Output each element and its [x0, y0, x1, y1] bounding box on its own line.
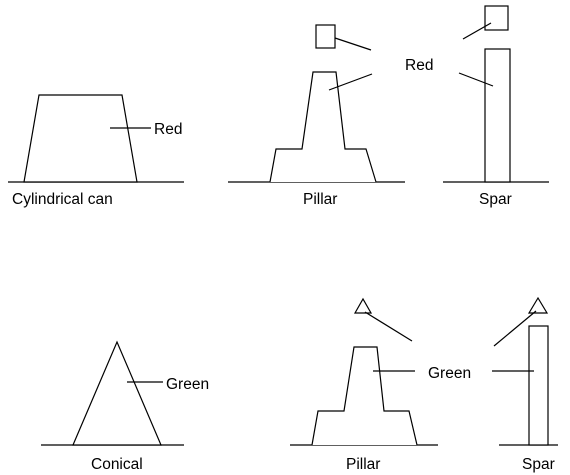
pillar-buoy-top: Pillar	[228, 24, 405, 208]
color-label-green: Green	[166, 376, 209, 393]
pillar-buoy-bottom: Pillar	[290, 297, 438, 473]
caption-pillar-bottom: Pillar	[346, 456, 380, 473]
cone-shape	[72, 340, 162, 446]
caption-spar-bottom: Spar	[522, 456, 555, 473]
spar-shape	[484, 48, 511, 183]
triangle-topmark	[527, 296, 549, 314]
shared-color-label-red: Red	[405, 57, 433, 74]
caption-spar-top: Spar	[479, 191, 512, 208]
leader-line-topmark	[493, 310, 537, 347]
leader-line-body	[458, 72, 494, 87]
shared-color-label-green: Green	[428, 365, 471, 382]
color-label-red: Red	[154, 121, 182, 138]
leader-line-body	[328, 73, 373, 91]
spar-shape	[528, 325, 549, 446]
spar-buoy-bottom: Spar	[492, 296, 558, 473]
caption-conical: Conical	[91, 456, 143, 473]
conical-buoy: Green Conical	[41, 340, 209, 473]
spar-buoy-top: Spar	[443, 5, 549, 208]
leader-line-topmark	[462, 22, 492, 40]
square-topmark	[484, 5, 509, 31]
pillar-shape	[311, 346, 418, 446]
square-topmark	[315, 24, 336, 49]
leader-line-topmark	[364, 311, 413, 342]
pillar-shape	[269, 71, 377, 183]
can-shape	[23, 94, 138, 183]
caption-pillar-top: Pillar	[303, 191, 337, 208]
triangle-topmark	[353, 297, 373, 314]
caption-cylindrical-can: Cylindrical can	[12, 191, 113, 208]
cylindrical-can-buoy: Red Cylindrical can	[8, 94, 184, 208]
leader-line-topmark	[334, 37, 372, 51]
